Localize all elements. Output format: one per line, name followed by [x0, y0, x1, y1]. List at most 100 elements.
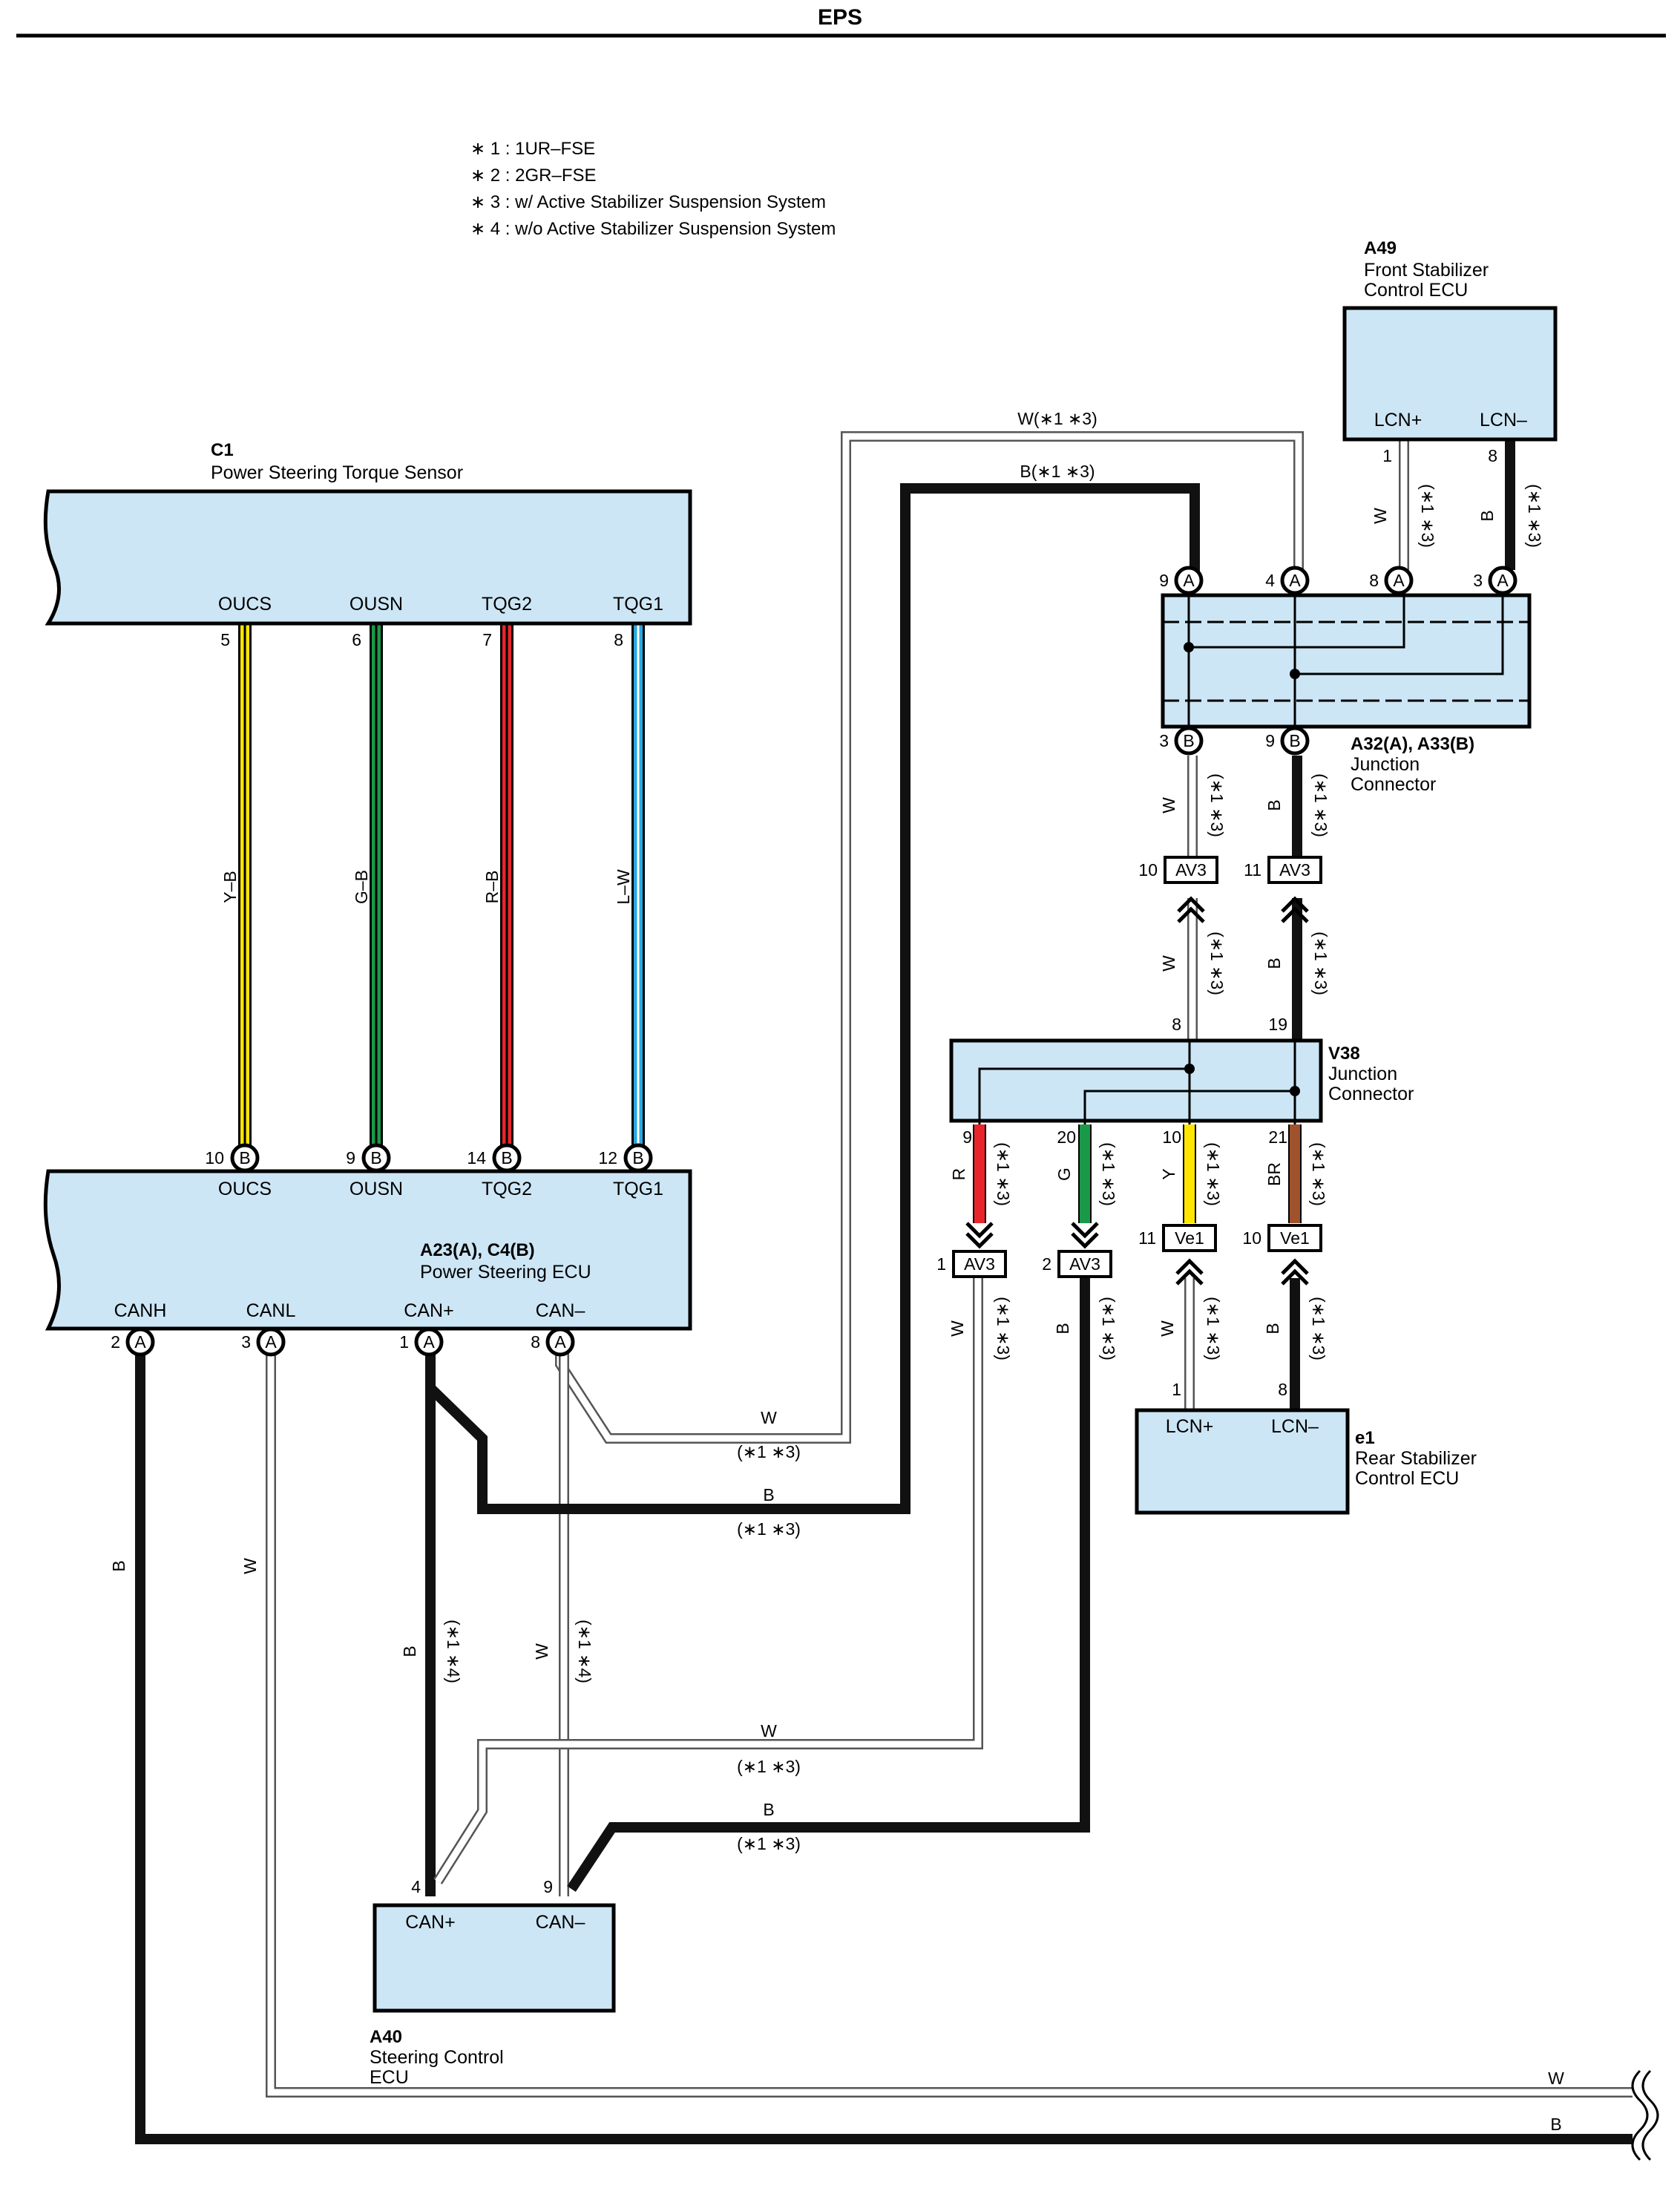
wire-label-y-cc: (∗1 ∗3): [1204, 1142, 1223, 1206]
a32-conn-a-4: A: [1497, 571, 1509, 590]
e1-pin-1: 1: [1172, 1380, 1181, 1399]
ecu-conn-a-3: A: [423, 1332, 435, 1352]
a40-term-can-plus: CAN+: [405, 1912, 455, 1933]
a40-id: A40: [370, 2027, 402, 2047]
ecu-conn-b-2: B: [370, 1148, 381, 1168]
a32-pin-bottom-3: 3: [1159, 731, 1169, 750]
a40-term-can-minus: CAN–: [536, 1912, 585, 1933]
wire-label-r-b: R–B: [482, 871, 502, 904]
ve1-pin-11: 11: [1138, 1228, 1156, 1248]
wire-label-r-cc: (∗1 ∗3): [994, 1142, 1013, 1206]
a40-name-1: Steering Control: [370, 2047, 504, 2068]
a32-pin-top-8: 8: [1369, 571, 1379, 590]
c1-term-oucs: OUCS: [218, 594, 272, 615]
av3-upper-label-2: AV3: [1279, 860, 1310, 880]
e1-name-1: Rear Stabilizer: [1355, 1448, 1477, 1469]
wire-label-a32-w-cc: (∗1 ∗3): [1207, 773, 1227, 837]
wire-label-mid-w-cc: (∗1 ∗3): [737, 1442, 801, 1461]
ecu-conn-a-4: A: [554, 1332, 566, 1352]
wire-label-a40-w-cc: (∗1 ∗4): [575, 1620, 594, 1683]
wire-label-a40-w: W: [532, 1643, 551, 1660]
wire-a40-w-rear: [433, 1278, 983, 1884]
wire-label-bottom-b: B: [1550, 2115, 1561, 2134]
v38-pin-19: 19: [1268, 1015, 1287, 1034]
e1-id: e1: [1355, 1428, 1375, 1448]
ecu-term-oucs: OUCS: [218, 1179, 272, 1199]
note-2: ∗ 2 : 2GR–FSE: [470, 166, 597, 186]
v38-junction-connector: 8 19 9 20 10 21 V38 Junction Connector: [949, 1015, 1414, 1147]
a32-conn-b-2: B: [1289, 731, 1300, 750]
c1-term-ousn: OUSN: [350, 594, 403, 615]
wire-can-plus-b-front: [425, 483, 1200, 1514]
wire-canl-w: [266, 1343, 1633, 2098]
wire-label-av3-b-cc: (∗1 ∗3): [1311, 931, 1330, 995]
a32-pin-bottom-9: 9: [1265, 731, 1275, 750]
wire-label-w-cc-top: W(∗1 ∗3): [1017, 409, 1097, 428]
wire-label-ve1-b-cc: (∗1 ∗3): [1309, 1297, 1328, 1360]
wire-label-br-cc: (∗1 ∗3): [1309, 1142, 1328, 1206]
note-1: ∗ 1 : 1UR–FSE: [470, 139, 595, 159]
wire-label-l-w: L–W: [614, 869, 633, 905]
wire-label-av3l-w: W: [948, 1320, 967, 1337]
wire-label-ve1-w-cc: (∗1 ∗3): [1204, 1297, 1223, 1360]
ecu-conn-b-3: B: [501, 1148, 512, 1168]
wire-label-av3l-w-cc: (∗1 ∗3): [994, 1297, 1013, 1360]
a32-conn-a-2: A: [1289, 571, 1301, 590]
c1-id: C1: [211, 440, 234, 460]
wire-label-br: BR: [1264, 1162, 1284, 1186]
c1-name: Power Steering Torque Sensor: [211, 462, 463, 483]
av3-upper-pin-11: 11: [1244, 860, 1261, 880]
wire-label-low-w-cc: (∗1 ∗3): [737, 1757, 801, 1776]
e1-term-lcn-minus: LCN–: [1271, 1416, 1319, 1437]
wire-label-av3l-b: B: [1053, 1323, 1072, 1334]
e1-pin-8: 8: [1278, 1380, 1287, 1399]
c1-term-tqg2: TQG2: [482, 594, 532, 615]
wire-label-a32-b-cc: (∗1 ∗3): [1311, 773, 1330, 837]
e1-name-2: Control ECU: [1355, 1468, 1459, 1489]
wire-label-av3-b: B: [1264, 957, 1284, 969]
ecu-term-can-plus: CAN+: [404, 1300, 453, 1321]
ecu-term-canl: CANL: [246, 1300, 296, 1321]
wire-label-g-b: G–B: [352, 870, 371, 904]
note-3: ∗ 3 : w/ Active Stabilizer Suspension Sy…: [470, 192, 826, 212]
wire-label-av3l-b-cc: (∗1 ∗3): [1099, 1297, 1118, 1360]
a49-pin-1: 1: [1382, 446, 1392, 465]
ecu-conn-b-1: B: [239, 1148, 250, 1168]
v38-pin-20: 20: [1057, 1127, 1076, 1147]
wire-label-a49-b: B: [1477, 510, 1497, 521]
ecu-id: A23(A), C4(B): [420, 1240, 535, 1260]
a49-front-stabilizer-ecu: A49 Front Stabilizer Control ECU LCN+ LC…: [1342, 238, 1558, 465]
v38-pin-8: 8: [1172, 1015, 1181, 1034]
a40-steering-control-ecu: CAN+ CAN– 4 9 A40 Steering Control ECU: [370, 1877, 616, 2088]
ve1-pin-10: 10: [1242, 1228, 1261, 1248]
c1-term-tqg1: TQG1: [613, 594, 663, 615]
a49-term-lcn-minus: LCN–: [1480, 410, 1527, 430]
ecu-pin-14: 14: [467, 1148, 486, 1168]
wire-label-bottom-w: W: [1548, 2069, 1564, 2088]
e1-term-lcn-plus: LCN+: [1166, 1416, 1214, 1437]
ve1-label-1: Ve1: [1175, 1228, 1204, 1248]
wire-label-r: R: [949, 1168, 968, 1181]
a49-term-lcn-plus: LCN+: [1374, 410, 1423, 430]
wire-label-a49-b-cc: (∗1 ∗3): [1525, 484, 1544, 548]
e1-rear-stabilizer-ecu: LCN+ LCN– 1 8 e1 Rear Stabilizer Control…: [1135, 1380, 1477, 1515]
wire-label-a32-w: W: [1159, 797, 1178, 813]
wire-label-low-w: W: [761, 1721, 777, 1741]
a32-conn-a-3: A: [1393, 571, 1405, 590]
a32-pin-top-9: 9: [1159, 571, 1169, 590]
av3-lower-pin-2: 2: [1042, 1254, 1051, 1274]
ecu-conn-b-4: B: [632, 1148, 643, 1168]
wire-label-av3-w-cc: (∗1 ∗3): [1207, 931, 1227, 995]
ecu-term-tqg1: TQG1: [613, 1179, 663, 1199]
av3-upper-connector: AV3 AV3 10 11: [1138, 856, 1322, 923]
wire-label-g-cc: (∗1 ∗3): [1099, 1142, 1118, 1206]
c1-pin-6: 6: [352, 630, 361, 649]
continuation-break: [1631, 2069, 1659, 2161]
av3-lower-connector: AV3 AV3 1 2: [936, 1222, 1112, 1278]
av3-lower-pin-1: 1: [936, 1254, 946, 1274]
wire-label-low-b-cc: (∗1 ∗3): [737, 1834, 801, 1853]
c1-pin-5: 5: [220, 630, 230, 649]
wire-label-canh-b: B: [109, 1560, 128, 1571]
av3-upper-pin-10: 10: [1138, 860, 1158, 880]
note-4: ∗ 4 : w/o Active Stabilizer Suspension S…: [470, 219, 836, 239]
